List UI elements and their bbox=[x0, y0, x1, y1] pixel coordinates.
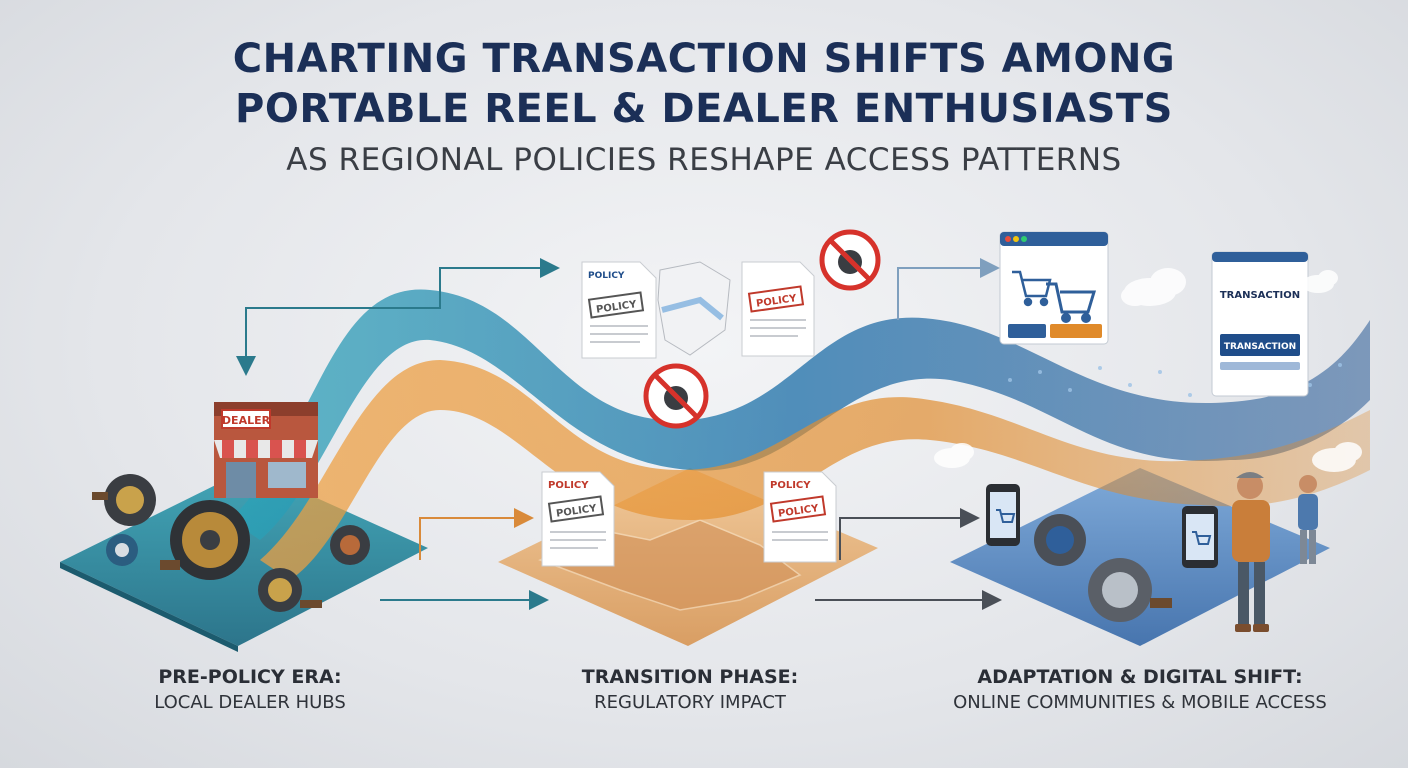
store-sign: DEALER bbox=[222, 414, 271, 427]
arrow-to-transition bbox=[419, 508, 534, 560]
stage-title: ADAPTATION & DIGITAL SHIFT: bbox=[977, 666, 1303, 688]
policy-document-icon: POLICY bbox=[741, 261, 815, 357]
title-block: CHARTING TRANSACTION SHIFTS AMONG PORTAB… bbox=[0, 34, 1408, 182]
fishing-reel-icon bbox=[106, 534, 138, 566]
subtitle: AS REGIONAL POLICIES RESHAPE ACCESS PATT… bbox=[286, 142, 1122, 178]
person-icon bbox=[1232, 472, 1270, 632]
blue-stream bbox=[230, 289, 1370, 540]
stage-title: TRANSITION PHASE: bbox=[581, 666, 799, 688]
region-map-icon bbox=[657, 261, 731, 356]
stage-label-transition: TRANSITION PHASE: REGULATORY IMPACT bbox=[510, 664, 870, 716]
stage-title: PRE-POLICY ERA: bbox=[158, 666, 342, 688]
fishing-reel-icon bbox=[1088, 558, 1172, 622]
fishing-reel-icon bbox=[92, 474, 156, 526]
arrow-to-digital bbox=[839, 508, 980, 560]
title-line-1: CHARTING TRANSACTION SHIFTS AMONG bbox=[232, 36, 1176, 82]
smartphone-icon bbox=[986, 484, 1020, 546]
transaction-panel: TRANSACTION TRANSACTION bbox=[1211, 251, 1309, 397]
orange-stream bbox=[260, 360, 1370, 580]
cloud-icon bbox=[1302, 270, 1338, 293]
shopping-cart-icon bbox=[1046, 282, 1097, 323]
dealer-store-icon: DEALER bbox=[214, 402, 318, 498]
policy-label: POLICY bbox=[548, 480, 589, 491]
no-reel-icon bbox=[643, 363, 709, 429]
transaction-button: TRANSACTION bbox=[1224, 342, 1296, 352]
policy-label: POLICY bbox=[770, 480, 811, 491]
policy-document-icon: POLICY POLICY bbox=[763, 471, 837, 563]
no-reel-icon bbox=[819, 229, 881, 291]
online-shop-window bbox=[999, 231, 1109, 345]
title-line-2: PORTABLE REEL & DEALER ENTHUSIASTS bbox=[235, 86, 1173, 132]
transaction-title: TRANSACTION bbox=[1220, 290, 1300, 301]
shopping-cart-icon bbox=[1012, 270, 1052, 307]
stage-subtitle: LOCAL DEALER HUBS bbox=[154, 692, 346, 713]
fishing-reel-icon bbox=[330, 525, 370, 565]
stage-subtitle: ONLINE COMMUNITIES & MOBILE ACCESS bbox=[953, 692, 1327, 713]
cloud-icon bbox=[1121, 268, 1186, 306]
stage-label-digital: ADAPTATION & DIGITAL SHIFT: ONLINE COMMU… bbox=[900, 664, 1380, 716]
policy-document-icon: POLICY POLICY bbox=[581, 261, 657, 359]
feedback-arrow bbox=[236, 267, 555, 376]
fishing-reel-icon bbox=[1034, 514, 1086, 566]
smartphone-icon bbox=[1182, 506, 1218, 568]
cloud-icon bbox=[934, 443, 974, 468]
fishing-reel-icon bbox=[160, 500, 250, 580]
stage-label-pre-policy: PRE-POLICY ERA: LOCAL DEALER HUBS bbox=[70, 664, 430, 716]
arrow-to-online bbox=[897, 258, 1000, 320]
policy-document-icon: POLICY POLICY bbox=[541, 471, 615, 567]
fishing-reel-icon bbox=[258, 568, 322, 612]
policy-label: POLICY bbox=[588, 271, 625, 281]
cloud-icon bbox=[1312, 442, 1362, 472]
stage-subtitle: REGULATORY IMPACT bbox=[594, 692, 786, 713]
person-icon bbox=[1298, 475, 1318, 564]
